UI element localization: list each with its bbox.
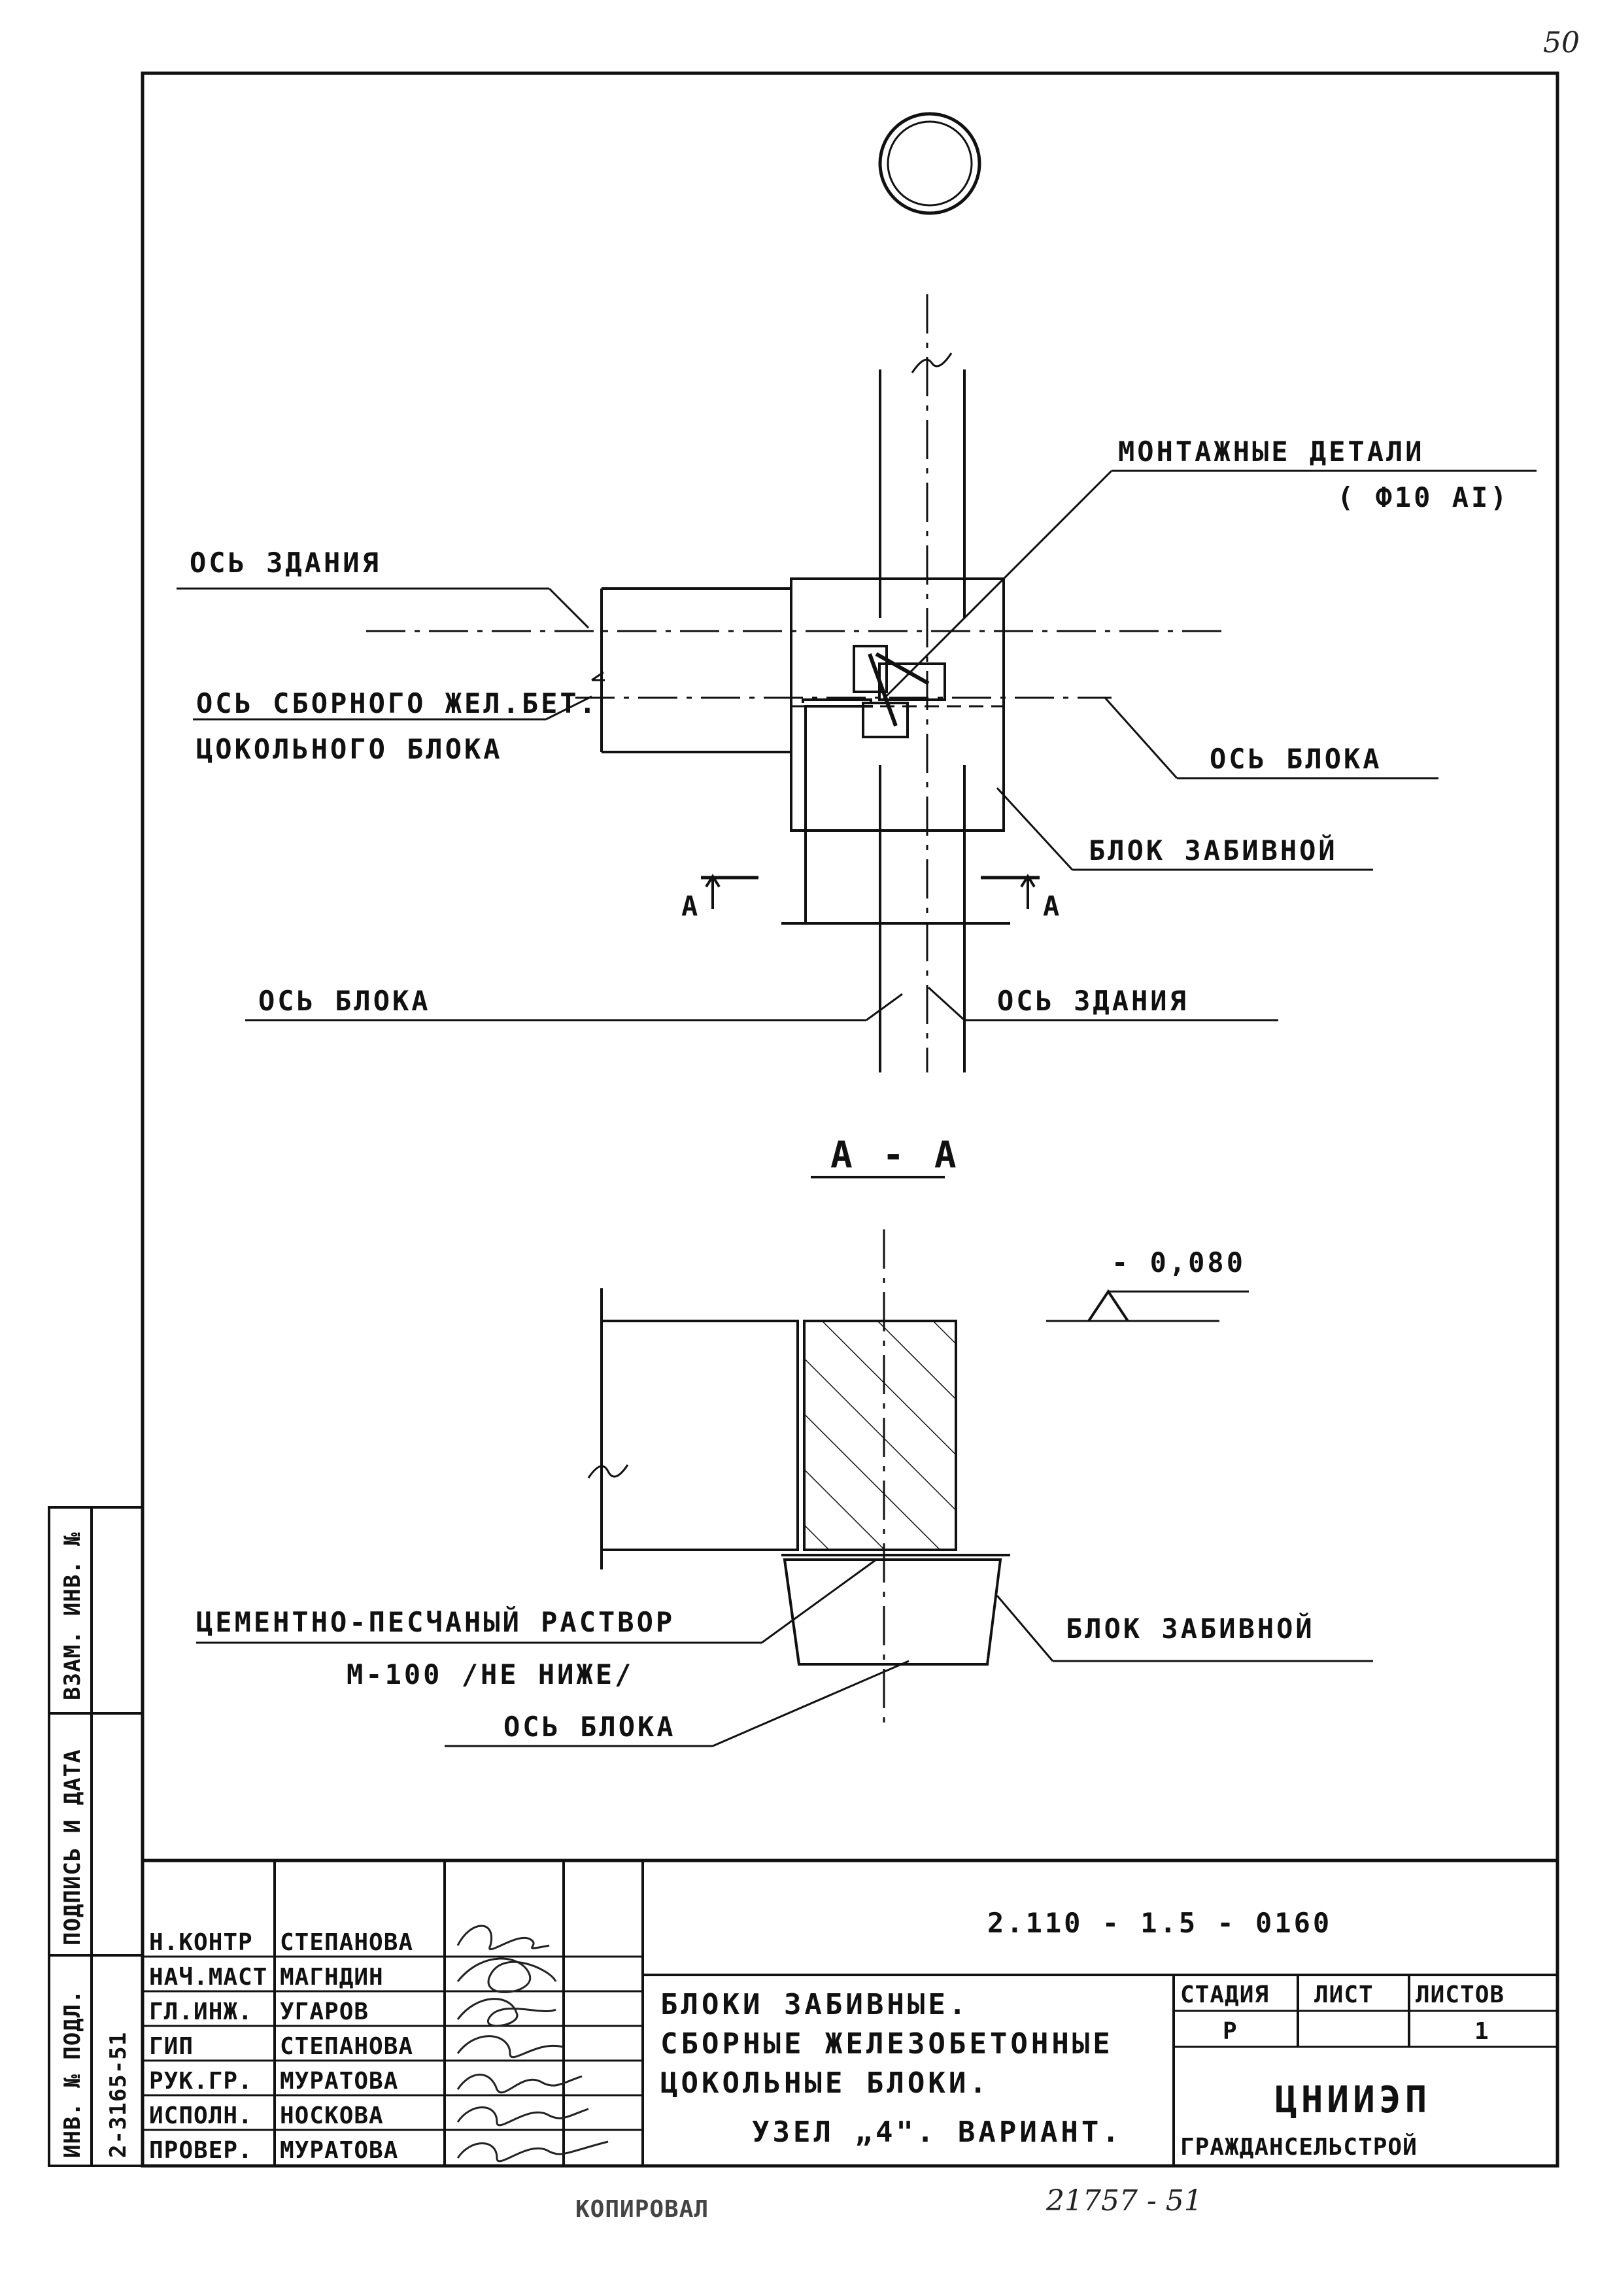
sheet-header: ЛИСТ — [1314, 1981, 1374, 2008]
tb-row-3-role: ГЛ.ИНЖ. — [149, 1998, 253, 2025]
elevation-mark: - 0,080 — [1112, 1246, 1246, 1278]
label-mortar-1: ЦЕМЕНТНО-ПЕСЧАНЫЙ РАСТВОР — [196, 1605, 675, 1638]
side-stamp-inv-podl: ИНВ. № ПОДЛ. — [60, 1989, 86, 2158]
sheets-header: ЛИСТОВ — [1416, 1981, 1504, 2008]
stage-header: СТАДИЯ — [1180, 1981, 1269, 2008]
tb-row-7-name: МУРАТОВА — [280, 2137, 398, 2164]
tb-row-1-role: Н.КОНТР — [149, 1929, 253, 1956]
org-line-2: ГРАЖДАНСЕЛЬСТРОЙ — [1180, 2133, 1418, 2161]
label-block-axis-right: ОСЬ БЛОКА — [1210, 743, 1382, 775]
section-mark-left: А — [681, 890, 700, 922]
label-precast-axis-2: ЦОКОЛЬНОГО БЛОКА — [196, 733, 503, 765]
node-circle — [878, 112, 981, 215]
label-building-axis-top: ОСЬ ЗДАНИЯ — [190, 547, 381, 579]
label-block-axis-bottom: ОСЬ БЛОКА — [258, 985, 431, 1017]
tb-row-4-name: СТЕПАНОВА — [280, 2033, 413, 2060]
copied-label: КОПИРОВАЛ — [575, 2196, 709, 2223]
node-plan-view — [177, 112, 1537, 1072]
page-number: 50 — [1543, 26, 1580, 60]
label-driven-block-section: БЛОК ЗАБИВНОЙ — [1066, 1612, 1315, 1645]
label-precast-axis-1: ОСЬ СБОРНОГО ЖЕЛ.БЕТ. — [196, 687, 598, 719]
stage-value: Р — [1223, 2018, 1238, 2045]
side-stamp-inv-value: 2-3165-51 — [105, 2032, 131, 2158]
section-mark-right: А — [1043, 890, 1062, 922]
doc-code: 2.110 - 1.5 - 0160 — [987, 1907, 1332, 1939]
label-building-axis-bottom: ОСЬ ЗДАНИЯ — [997, 985, 1189, 1017]
title-line-1: БЛОКИ ЗАБИВНЫЕ. — [660, 1988, 969, 2021]
label-mounting-parts: МОНТАЖНЫЕ ДЕТАЛИ — [1118, 436, 1425, 468]
org-line-1: ЦНИИЭП — [1275, 2079, 1431, 2121]
drawing-frame — [141, 71, 1559, 2168]
tb-row-6-name: НОСКОВА — [280, 2102, 384, 2129]
label-driven-block-top: БЛОК ЗАБИВНОЙ — [1089, 834, 1338, 866]
tb-row-7-role: ПРОВЕР. — [149, 2137, 253, 2164]
tb-row-6-role: ИСПОЛН. — [149, 2102, 253, 2129]
tb-row-5-name: МУРАТОВА — [280, 2068, 398, 2095]
title-line-2: СБОРНЫЕ ЖЕЛЕЗОБЕТОННЫЕ — [660, 2027, 1114, 2061]
label-mortar-2: М-100 /НЕ НИЖЕ/ — [347, 1658, 634, 1690]
tb-row-2-name: МАГНДИН — [280, 1964, 384, 1991]
side-stamp-podpis: ПОДПИСЬ И ДАТА — [60, 1749, 86, 1945]
tb-row-2-role: НАЧ.МАСТ — [149, 1964, 267, 1991]
title-line-3: ЦОКОЛЬНЫЕ БЛОКИ. — [660, 2066, 990, 2100]
tb-row-5-role: РУК.ГР. — [149, 2068, 253, 2095]
tb-row-4-role: ГИП — [149, 2033, 194, 2060]
sheets-value: 1 — [1474, 2018, 1489, 2045]
label-block-axis-section: ОСЬ БЛОКА — [503, 1711, 676, 1743]
archive-number: 21757 - 51 — [1046, 2184, 1202, 2218]
tb-row-3-name: УГАРОВ — [280, 1998, 369, 2025]
section-title: А - А — [830, 1134, 960, 1176]
side-stamp — [48, 1506, 144, 2167]
side-stamp-vzam: ВЗАМ. ИНВ. № — [60, 1532, 86, 1700]
signatures — [456, 1925, 609, 2163]
section-view — [196, 1176, 1373, 1747]
title-line-4: УЗЕЛ „4". ВАРИАНТ. — [752, 2116, 1123, 2149]
title-block — [143, 1859, 1557, 2166]
tb-row-1-name: СТЕПАНОВА — [280, 1929, 413, 1956]
label-mounting-parts-diam: ( Ф10 АI) — [1337, 481, 1510, 513]
